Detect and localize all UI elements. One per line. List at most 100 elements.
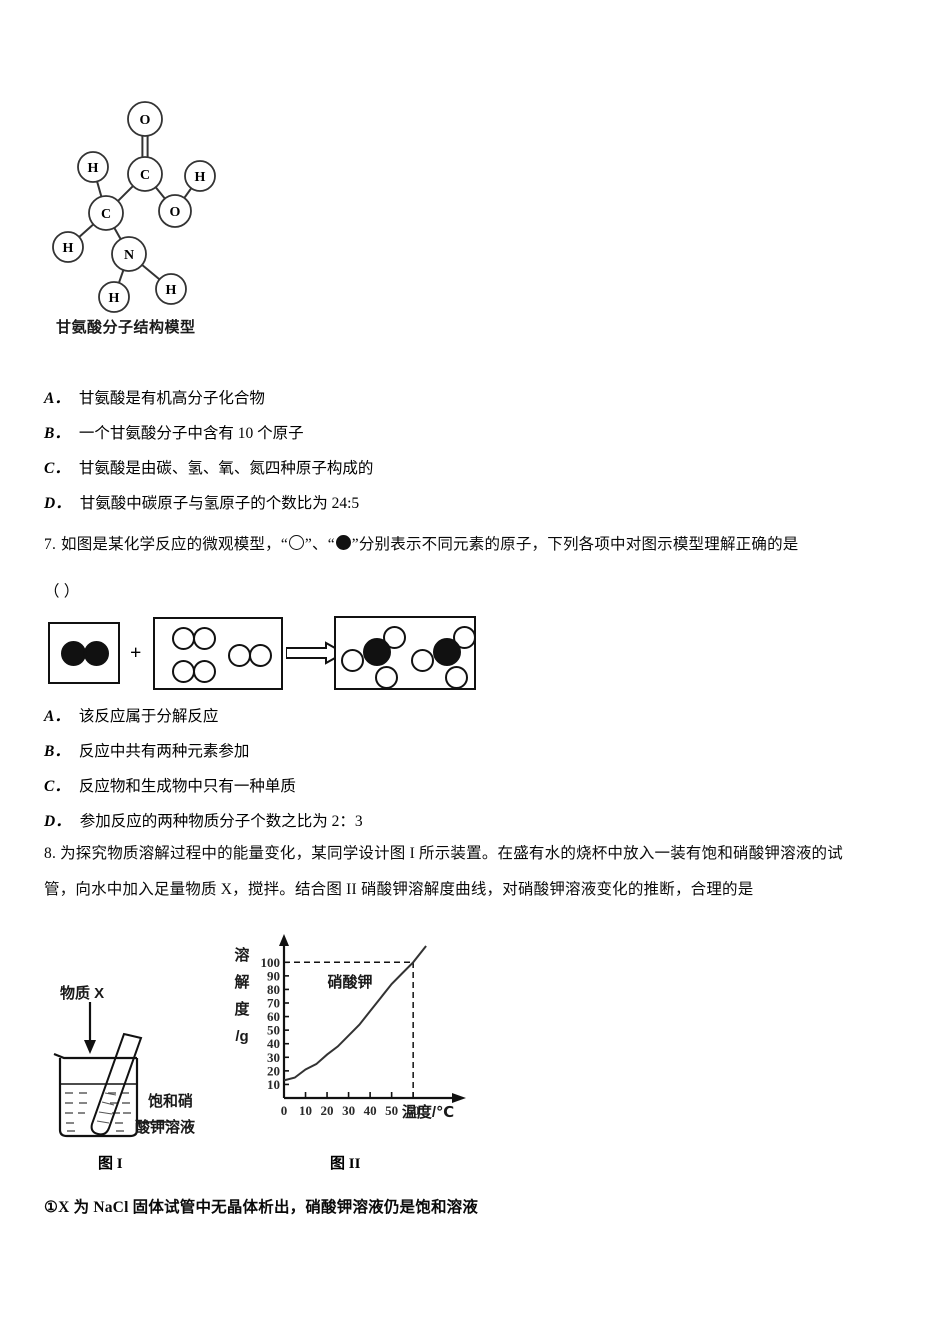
bond-single [96,181,103,197]
atom-o-label: O [170,205,181,220]
reactant-box-2 [153,617,283,690]
bond-single [117,269,125,284]
q6-option-b: B．一个甘氨酸分子中含有 10 个原子 [44,421,304,443]
q7-answer-paren: （ ） [44,583,80,600]
reactant-box-1 [48,622,120,684]
bond-single [113,227,122,240]
y-axis-title-char-2: 度 [234,1000,250,1018]
atom-c-circle [88,195,124,231]
atom-h-label: H [109,291,120,306]
figure-2-caption: 图 II [330,1156,361,1172]
y-axis-title-char-1: 解 [234,973,249,991]
test-tube-contents [96,1092,117,1124]
q7-text-part1: 如图是某化学反应的微观模型，“ [61,535,288,553]
open-atom [411,649,434,672]
open-atom [341,649,364,672]
atom-c-label: C [101,207,111,222]
atom-h-label: H [195,170,206,185]
atom-h-circle [155,273,187,305]
atom-h-circle [77,151,109,183]
filled-atom [84,641,109,666]
open-atom [383,626,406,649]
bond-single [154,186,166,200]
water-hatching [65,1092,131,1132]
x-tick-label-20: 20 [321,1103,334,1118]
product-box [334,616,476,690]
y-tick-label-20: 20 [267,1063,280,1078]
y-tick-label-60: 60 [267,1009,280,1024]
x-tick-label-30: 30 [342,1103,355,1118]
atom-c-label: C [140,168,150,183]
x-tick-label-50: 50 [385,1103,398,1118]
q8-stem-line2: 管，向水中加入足量物质 X，搅拌。结合图 II 硝酸钾溶解度曲线，对硝酸钾溶液变… [44,881,754,898]
q6-option-d-label: D． [44,495,71,512]
y-tick-label-90: 90 [267,968,280,983]
y-axis-title-char-0: 溶 [234,946,249,964]
open-atom [228,644,251,667]
bond-single [117,185,134,202]
apparatus-svg [53,1002,170,1138]
atom-h-label: H [63,241,74,256]
open-atom [445,666,468,689]
x-tick-label-0: 0 [281,1103,288,1118]
saturated-solution-label-line2: 酸钾溶液 [135,1119,196,1136]
x-tick-label-60: 60 [407,1103,420,1118]
y-tick-label-10: 10 [267,1077,280,1092]
filled-atom [363,638,391,666]
atom-h-label: H [166,283,177,298]
plus-sign: + [130,642,142,664]
q8-stem-line1: 8. 为探究物质溶解过程中的能量变化，某同学设计图 I 所示装置。在盛有水的烧杯… [44,842,928,865]
q7-option-a: A．该反应属于分解反应 [44,704,218,726]
q8-number: 8. [44,845,57,862]
q6-option-d: D． 甘氨酸中碳原子与氢原子的个数比为 24:5 [44,491,359,513]
open-atom [453,626,476,649]
series-label: 硝酸钾 [327,973,372,991]
q6-option-d-text: 甘氨酸中碳原子与氢原子的个数比为 24:5 [79,495,360,512]
y-axis-arrow [279,934,289,946]
q7-option-d-text: 参加反应的两种物质分子个数之比为 2：3 [79,813,363,830]
open-atom [172,627,195,650]
beaker-spout [53,1052,137,1060]
bond-single [183,187,193,199]
beaker-outline [58,1058,139,1138]
atom-o-circle [127,101,163,137]
test-tube [90,1032,143,1136]
y-tick-label-40: 40 [267,1036,280,1051]
q6-option-a-text: 甘氨酸是有机高分子化合物 [78,390,265,407]
y-tick-label-70: 70 [267,996,280,1011]
atom-h-circle [184,160,216,192]
atom-n-label: N [124,248,134,263]
saturated-solution-label-line1: 饱和硝 [148,1093,194,1110]
y-tick-label-80: 80 [267,982,280,997]
q6-option-a: A． 甘氨酸是有机高分子化合物 [44,386,265,408]
atom-o-circle [158,194,192,228]
open-atom [249,644,272,667]
q7-option-a-text: 该反应属于分解反应 [78,708,219,725]
q7-text-part3: ”分别表示不同元素的原子，下列各项中对图示模型理解正确的是 [351,535,799,553]
q6-option-c-text: 甘氨酸是由碳、氢、氧、氮四种原子构成的 [78,460,374,477]
substance-x-label: 物质 X [60,985,105,1002]
substance-arrow-head [84,1040,96,1054]
q7-number: 7. [44,535,57,553]
bond-single [141,264,161,281]
q6-option-a-label: A． [44,390,70,407]
x-axis-title: 温度/℃ [402,1103,454,1121]
q7-option-b: B．反应中共有两种元素参加 [44,739,249,761]
open-atom [193,660,216,683]
open-atom [172,660,195,683]
figure-1-caption: 图 I [98,1156,123,1172]
q7-option-d-label: D． [44,813,71,830]
open-atom [375,666,398,689]
q8-line1-text: 为探究物质溶解过程中的能量变化，某同学设计图 I 所示装置。在盛有水的烧杯中放入… [60,845,843,862]
q7-text-part2: ”、“ [304,535,335,553]
x-axis-arrow [452,1093,466,1103]
q7-option-b-label: B． [44,743,70,760]
open-circle-atom-icon [288,534,304,550]
solubility-curve [283,945,427,1082]
atom-o-label: O [140,113,151,128]
